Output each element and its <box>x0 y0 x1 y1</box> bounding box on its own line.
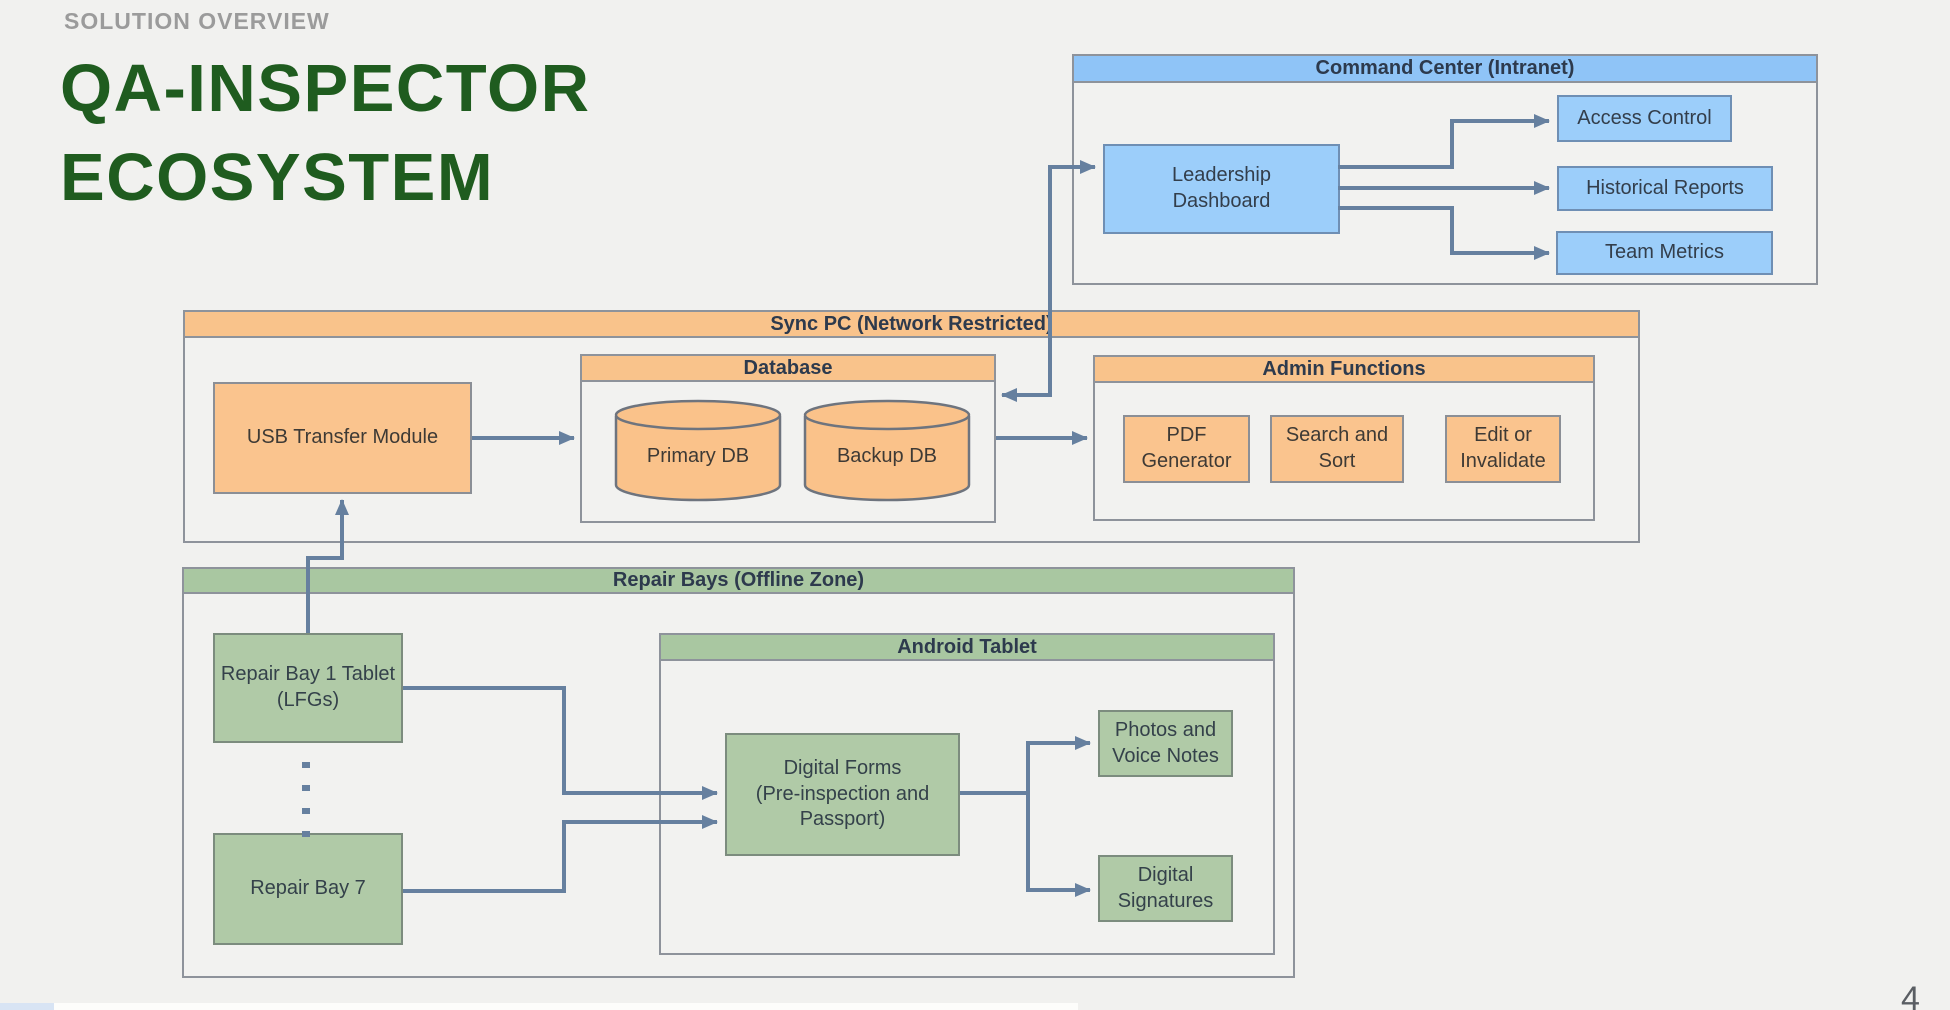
subgroup-database-header: Database <box>580 354 996 382</box>
slide-bottom-strip <box>0 1003 1078 1010</box>
group-command-center-header: Command Center (Intranet) <box>1072 54 1818 83</box>
page-title: QA-INSPECTOR ECOSYSTEM <box>60 51 591 216</box>
node-search-and-sort: Search and Sort <box>1270 415 1404 483</box>
node-repair-bay-1: Repair Bay 1 Tablet (LFGs) <box>213 633 403 743</box>
primary-db-label: Primary DB <box>646 445 750 467</box>
node-digital-forms: Digital Forms (Pre-inspection and Passpo… <box>725 733 960 856</box>
group-command-center: Command Center (Intranet) Leadership Das… <box>1072 54 1818 285</box>
node-historical-reports: Historical Reports <box>1557 166 1773 211</box>
node-repair-bay-7: Repair Bay 7 <box>213 833 403 945</box>
node-pdf-generator: PDF Generator <box>1123 415 1250 483</box>
group-sync-pc: Sync PC (Network Restricted) USB Transfe… <box>183 310 1640 543</box>
node-team-metrics: Team Metrics <box>1556 231 1773 275</box>
cylinder-shape <box>803 399 971 502</box>
backup-db-label: Backup DB <box>836 445 938 467</box>
subgroup-android-tablet: Android Tablet Digital Forms (Pre-inspec… <box>659 633 1275 955</box>
node-photos-voice-notes: Photos and Voice Notes <box>1098 710 1233 777</box>
eyebrow-label: SOLUTION OVERVIEW <box>64 8 330 34</box>
node-digital-signatures: Digital Signatures <box>1098 855 1233 922</box>
primary-db-cylinder: Primary DB <box>614 399 782 502</box>
node-edit-or-invalidate: Edit or Invalidate <box>1445 415 1561 483</box>
group-repair-bays-header: Repair Bays (Offline Zone) <box>182 567 1295 594</box>
group-sync-pc-header: Sync PC (Network Restricted) <box>183 310 1640 338</box>
subgroup-admin-functions-header: Admin Functions <box>1093 355 1595 383</box>
subgroup-admin-functions: Admin Functions PDF Generator Search and… <box>1093 355 1595 521</box>
subgroup-database: Database Primary DB Backup DB <box>580 354 996 523</box>
slide-bottom-strip-accent <box>0 1003 54 1010</box>
backup-db-cylinder: Backup DB <box>803 399 971 502</box>
page-number: 4 <box>1901 980 1920 1010</box>
subgroup-android-tablet-header: Android Tablet <box>659 633 1275 661</box>
node-usb-transfer-module: USB Transfer Module <box>213 382 472 494</box>
group-repair-bays: Repair Bays (Offline Zone) Repair Bay 1 … <box>182 567 1295 978</box>
node-leadership-dashboard: Leadership Dashboard <box>1103 144 1340 234</box>
cylinder-shape <box>614 399 782 502</box>
node-access-control: Access Control <box>1557 95 1732 142</box>
